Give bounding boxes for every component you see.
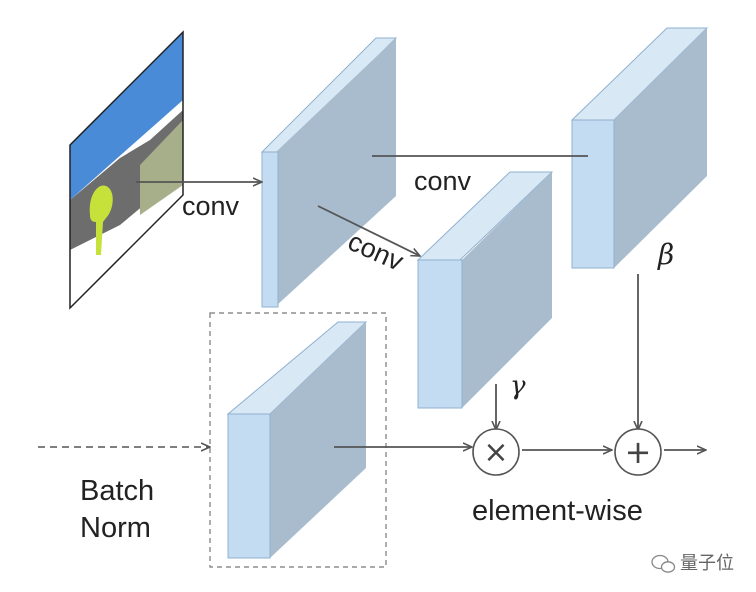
conv-arrow-gamma (317, 205, 420, 256)
shared-conv-feature-block (260, 37, 398, 308)
batch-norm-label-line2: Norm (80, 512, 151, 544)
add-symbol: + (625, 433, 652, 471)
watermark-text: 量子位 (680, 553, 734, 574)
wechat-icon (651, 554, 676, 573)
element-wise-label: element-wise (472, 495, 643, 527)
segmentation-map-image (69, 30, 184, 310)
watermark: 量子位 (651, 553, 734, 574)
add-operator: + (614, 428, 662, 476)
beta-label: β (657, 238, 674, 271)
beta-block (570, 27, 709, 269)
batch-norm-label-line1: Batch (80, 475, 154, 507)
normalized-activation-block (226, 321, 368, 559)
multiply-operator: × (472, 428, 520, 476)
gamma-block (416, 171, 554, 409)
batch-norm-dashed-box (209, 312, 387, 568)
multiply-symbol: × (483, 435, 508, 470)
conv-label-top: conv (414, 166, 472, 196)
gamma-label: γ (510, 371, 526, 401)
conv-label-left: conv (182, 191, 240, 221)
